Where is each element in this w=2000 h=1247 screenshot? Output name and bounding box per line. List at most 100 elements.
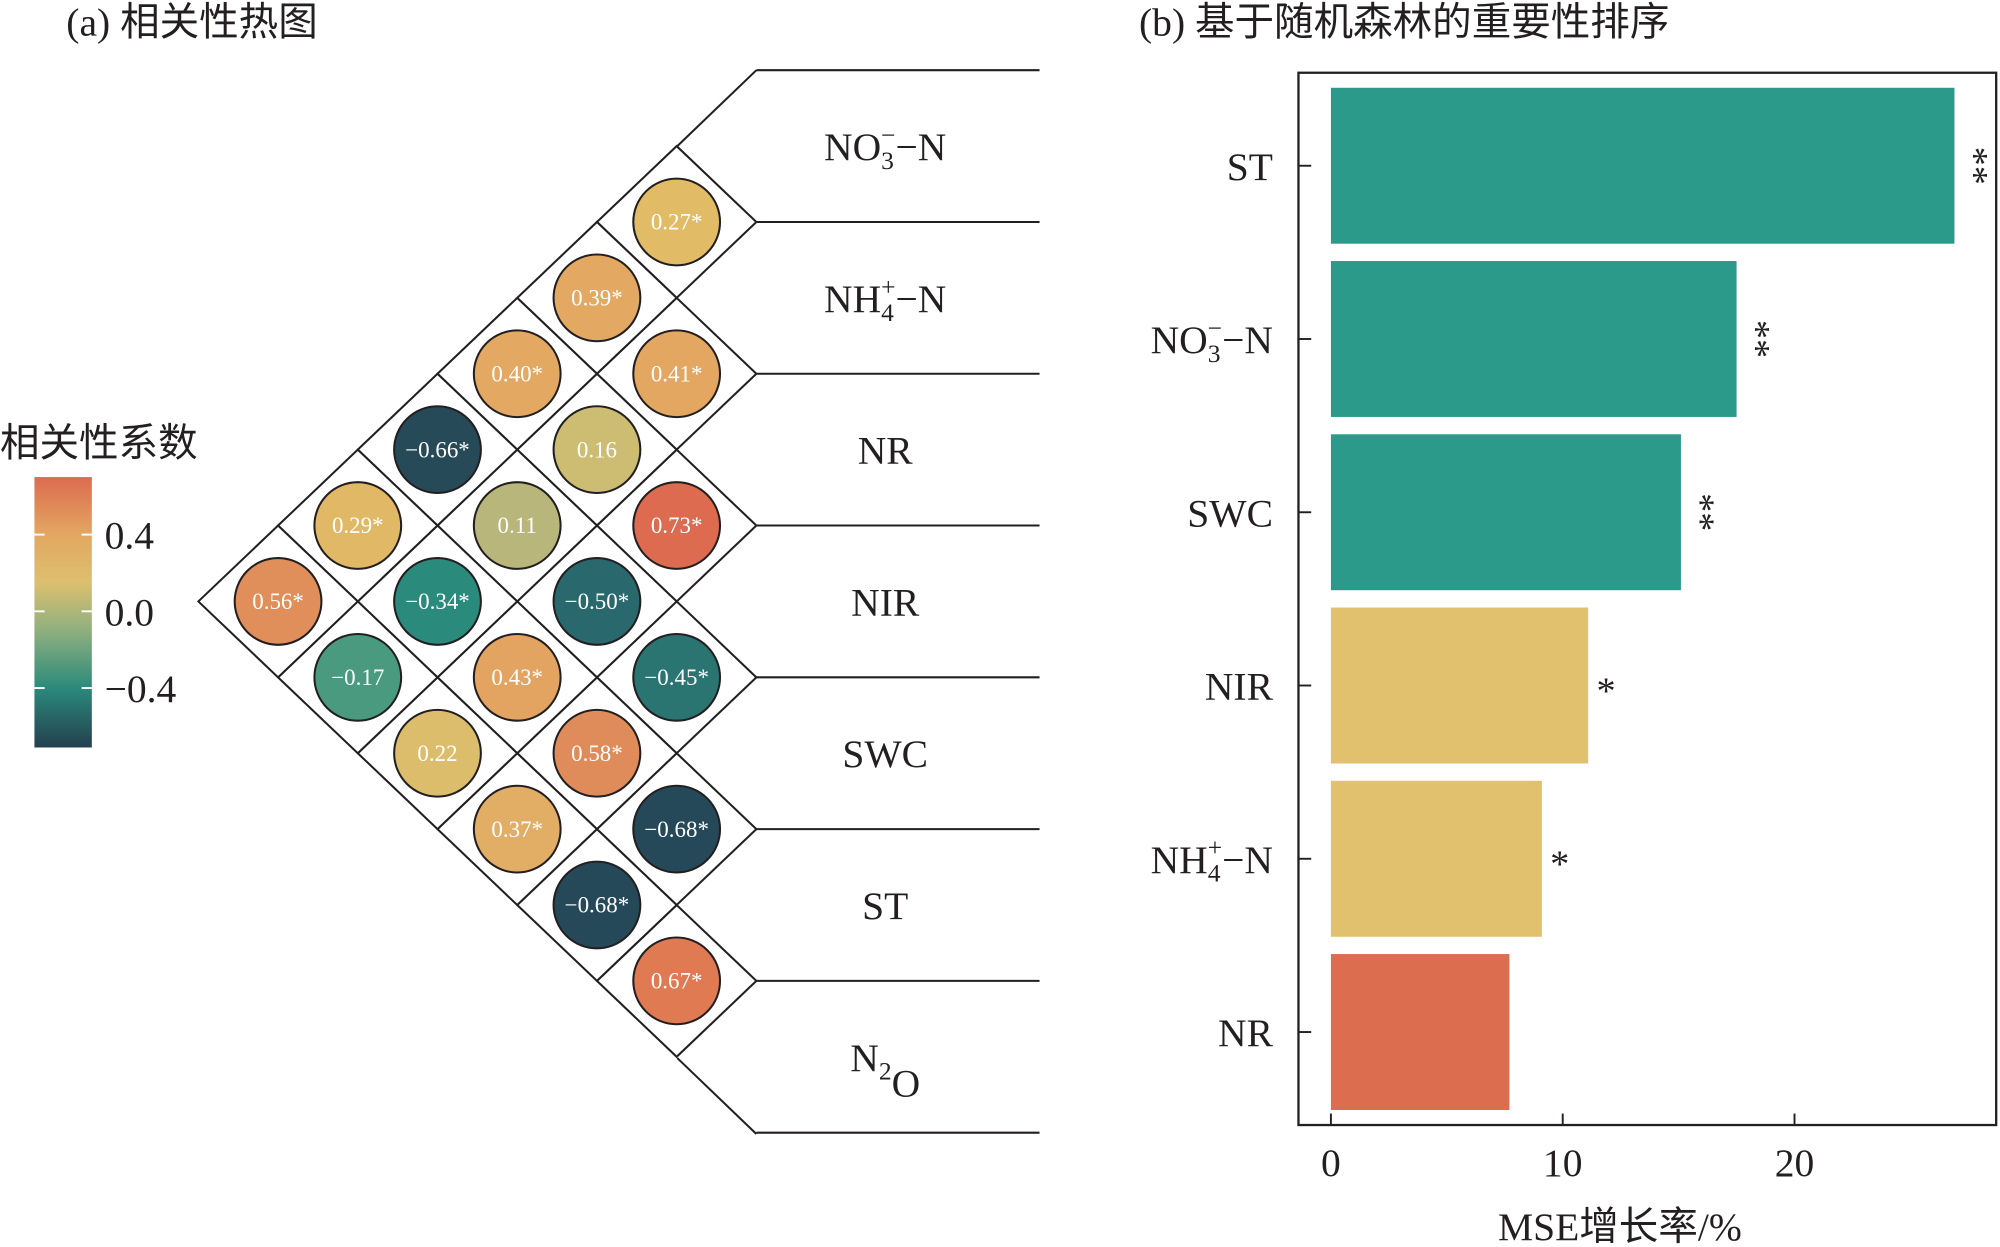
x-tick-label: 10 [1543, 1141, 1583, 1185]
correlation-value: −0.50* [565, 589, 630, 614]
correlation-circle [313, 481, 403, 570]
correlation-value: 0.56* [252, 589, 304, 614]
label-sub: 4 [1208, 859, 1221, 888]
correlation-circle [632, 632, 722, 722]
colorbar-tick-label: 0.0 [105, 590, 154, 634]
label-main: SWC [842, 732, 928, 776]
label-sub: 4 [881, 298, 894, 327]
significance-marker: ** [1680, 493, 1722, 531]
correlation-value: 0.39* [571, 286, 623, 311]
bar-x-axis-label: MSE增长率/% [1498, 1205, 1742, 1247]
label-main: NIR [851, 580, 920, 624]
importance-bar [1330, 607, 1589, 764]
variable-label: NIR [851, 580, 920, 624]
correlation-circle [552, 557, 642, 646]
correlation-value: −0.68* [565, 893, 630, 918]
correlation-circle [632, 177, 722, 267]
correlation-circle [632, 481, 722, 570]
colorbar-title: 相关性系数 [0, 422, 198, 466]
label-main: NH [1151, 838, 1208, 882]
correlation-circle [552, 860, 642, 950]
heatmap-cell: 0.56* [196, 524, 360, 679]
label-main: ST [1227, 145, 1273, 189]
label-main: NO [824, 125, 881, 169]
correlation-value: 0.27* [651, 210, 703, 235]
label-main: N [850, 1036, 879, 1080]
correlation-circle [472, 481, 562, 570]
significance-marker: * [1550, 844, 1569, 886]
label-sub: 2 [879, 1057, 892, 1086]
label-sub: 3 [1208, 339, 1221, 368]
label-sup: − [1208, 313, 1222, 342]
correlation-value: 0.41* [651, 361, 703, 386]
correlation-circle [472, 632, 562, 722]
label-main: ST [862, 884, 908, 928]
label-sub: 3 [881, 146, 894, 175]
significance-marker: * [1597, 670, 1616, 712]
label-tail: −N [1222, 318, 1273, 362]
correlation-circle [632, 936, 722, 1026]
label-main: NR [1218, 1011, 1274, 1055]
heatmap: 0.27* 0.41* 0.73* −0.45* −0.68* 0.67* 0.39* 0.1… [196, 69, 1040, 1135]
correlation-circle [552, 708, 642, 798]
correlation-circle [472, 329, 562, 419]
label-main: NH [824, 277, 881, 321]
importance-bar [1330, 261, 1737, 417]
correlation-value: 0.58* [571, 741, 623, 766]
bar-category-label: NH4+−N [1151, 833, 1273, 888]
correlation-circle [393, 405, 482, 495]
frame-line [676, 1057, 758, 1135]
correlation-value: −0.17 [331, 665, 384, 690]
label-main: NO [1151, 318, 1208, 362]
significance-marker: ** [1953, 147, 1995, 185]
label-tail: O [892, 1061, 921, 1105]
correlation-value: −0.68* [644, 817, 709, 842]
correlation-value: 0.16 [577, 437, 617, 462]
variable-label: NO3−−N [824, 121, 946, 176]
importance-bar [1330, 434, 1681, 591]
correlation-value: −0.66* [405, 437, 470, 462]
x-tick-label: 20 [1775, 1141, 1815, 1185]
correlation-value: −0.45* [644, 665, 709, 690]
label-sup: − [881, 121, 895, 150]
colorbar-tick-label: 0.4 [105, 514, 155, 558]
label-sup: + [1208, 833, 1222, 862]
bar-category-label: NO3−−N [1151, 313, 1273, 368]
variable-label: SWC [842, 732, 928, 776]
correlation-circle [552, 405, 642, 495]
correlation-value: 0.43* [491, 665, 543, 690]
variable-label: NH4+−N [824, 272, 946, 327]
frame-line [676, 69, 758, 147]
label-tail: −N [896, 277, 947, 321]
significance-marker: ** [1735, 320, 1777, 358]
bar-category-label: NIR [1205, 665, 1274, 709]
correlation-value: −0.34* [405, 589, 470, 614]
plot-frame [1297, 71, 1998, 1127]
correlation-circle [233, 557, 323, 646]
correlation-circle [313, 632, 403, 722]
colorbar: 0.4 0.0 −0.4 [34, 477, 177, 748]
label-main: NR [858, 429, 914, 473]
label-main: NIR [1205, 665, 1274, 709]
bar-category-label: NR [1218, 1011, 1274, 1055]
colorbar-gradient [34, 477, 92, 748]
label-tail: −N [1222, 838, 1273, 882]
bar-category-label: SWC [1187, 491, 1273, 535]
bar-category-label: ST [1227, 145, 1273, 189]
correlation-value: 0.22 [417, 741, 457, 766]
correlation-circle [632, 329, 722, 419]
correlation-value: 0.37* [491, 817, 543, 842]
correlation-value: 0.67* [651, 969, 703, 994]
correlation-circle [393, 708, 482, 798]
label-tail: −N [896, 125, 947, 169]
correlation-circle [472, 784, 562, 874]
heatmap-cell: 0.29* [276, 448, 439, 603]
importance-bar [1330, 87, 1955, 244]
correlation-circle [632, 784, 722, 874]
importance-bar [1330, 954, 1510, 1110]
correlation-value: 0.73* [651, 513, 703, 538]
colorbar-tick-label: −0.4 [105, 667, 177, 711]
variable-label: NR [858, 429, 914, 473]
